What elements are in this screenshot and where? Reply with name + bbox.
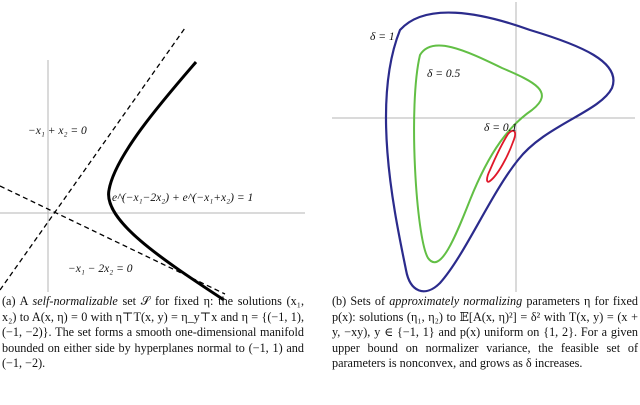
- plot-b: δ = 1 δ = 0.5 δ = 0.1: [332, 2, 635, 293]
- curve-label: e^(−x₁−2x₂) + e^(−x₁+x₂) = 1: [112, 192, 253, 204]
- caption-a-prefix: (a) A: [2, 294, 33, 308]
- caption-b-emphasis: approximately normalizing: [389, 294, 523, 308]
- panel-a: −x₁ + x₂ = 0 e^(−x₁−2x₂) + e^(−x₁+x₂) = …: [0, 0, 310, 405]
- contour-delta-1: [384, 11, 615, 293]
- caption-b-body: parameters η for fixed p(x): solutions (…: [332, 294, 638, 371]
- contour-delta-01: [486, 129, 516, 183]
- delta-1-label: δ = 1: [370, 31, 395, 43]
- lower-line-label: −x₁ − 2x₂ = 0: [68, 263, 133, 275]
- contour-delta-05: [413, 44, 543, 264]
- panel-b: δ = 1 δ = 0.5 δ = 0.1 (b) Sets of approx…: [330, 0, 640, 405]
- caption-a: (a) A self-normalizable set 𝒮 for fixed …: [2, 294, 304, 372]
- caption-b: (b) Sets of approximately normalizing pa…: [332, 294, 638, 372]
- manifold-curve: [107, 61, 225, 302]
- caption-b-prefix: (b) Sets of: [332, 294, 390, 308]
- caption-a-body: set 𝒮 for fixed η: the solutions (x₁, x₂…: [2, 294, 305, 371]
- delta-05-label: δ = 0.5: [427, 68, 460, 80]
- upper-hyperplane-line: [0, 27, 186, 291]
- delta-01-label: δ = 0.1: [484, 122, 517, 134]
- plot-a: −x₁ + x₂ = 0 e^(−x₁−2x₂) + e^(−x₁+x₂) = …: [0, 27, 305, 302]
- upper-line-label: −x₁ + x₂ = 0: [28, 125, 87, 137]
- caption-a-emphasis: self-normalizable: [32, 294, 118, 308]
